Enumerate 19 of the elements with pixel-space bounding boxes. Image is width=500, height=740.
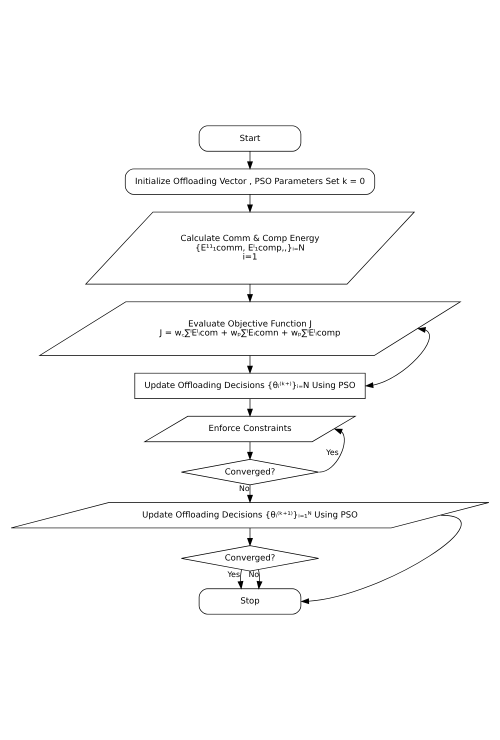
arrow (247, 355, 253, 374)
node-box: Stop (198, 588, 302, 615)
arrow (364, 326, 430, 388)
arrow (247, 194, 253, 213)
arrow (247, 398, 253, 418)
node-box: Initialize Offloading Vector , PSO Parameters Set k = 0 (124, 168, 376, 195)
node-diamond: Converged? (181, 459, 319, 486)
node-diamond: Converged? (181, 545, 319, 572)
arrow (318, 428, 345, 472)
arrow (247, 284, 253, 303)
arrow (238, 569, 244, 590)
node-box: Start (198, 125, 302, 152)
arrow (247, 528, 253, 547)
arrow (247, 484, 253, 504)
node-box: Update Offloading Decisions {θᵢ⁽ᵏ⁺⁾}ᵢ₌N Using PSO (134, 372, 366, 399)
arrow (300, 514, 461, 604)
arrow (247, 441, 253, 460)
arrow (247, 150, 253, 170)
arrow (256, 569, 262, 590)
